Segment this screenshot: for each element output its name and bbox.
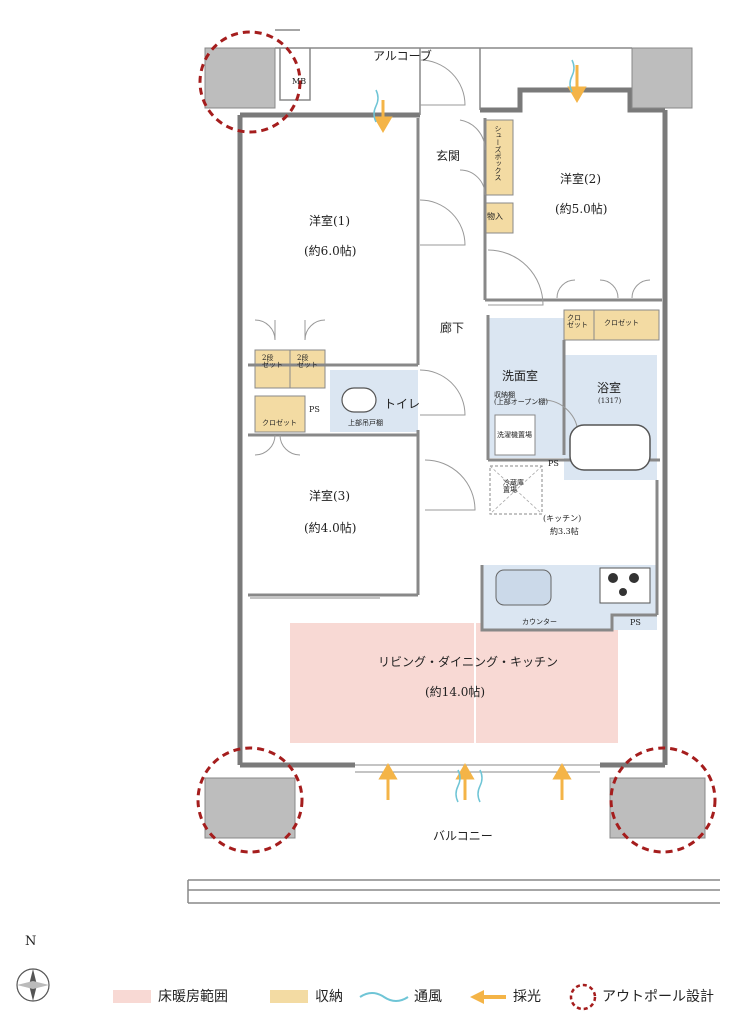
ps-label-toilet: PS	[309, 405, 320, 414]
shoes-box	[484, 119, 514, 196]
storage-small-label: 物入	[487, 212, 503, 221]
western2-label: 洋室(2)	[560, 172, 601, 186]
legend-ventilation: 通風	[414, 989, 442, 1005]
storage-small	[484, 202, 514, 234]
western1-size: (約6.0帖)	[304, 244, 357, 258]
bathroom-size: (1317)	[598, 397, 622, 405]
western1-label: 洋室(1)	[309, 214, 350, 228]
washroom-label: 洗面室	[502, 369, 539, 383]
balcony-label: バルコニー	[433, 829, 493, 843]
closet-upper-right-a	[563, 309, 595, 341]
western2-size: (約5.0帖)	[555, 202, 608, 216]
mb-label: MB	[292, 77, 307, 86]
two-stage-closet-b	[289, 349, 326, 389]
legend-daylight: 採光	[513, 989, 541, 1005]
columns	[204, 47, 706, 839]
entrance-label: 玄関	[436, 149, 461, 163]
hallway-label: 廊下	[440, 321, 465, 335]
two-stage-closet-b-label: 2段 ゼット	[297, 354, 318, 369]
light-arrow-icon	[470, 990, 506, 1004]
closet-left	[254, 395, 306, 433]
two-stage-closet-a-label: 2段 ゼット	[262, 354, 283, 369]
closet-upper-right-b	[593, 309, 660, 341]
toilet-label: トイレ	[384, 397, 421, 411]
washer-box	[494, 414, 536, 456]
compass-north-label: N	[25, 934, 37, 949]
ps-label-bath: PS	[548, 459, 559, 468]
kitchen-sink	[495, 569, 552, 606]
wind-marks	[373, 59, 575, 803]
wind-wave-icon	[359, 992, 409, 1002]
fridge-space	[489, 465, 543, 515]
legend-outpole: アウトポール設計	[602, 989, 714, 1005]
closet-left-label: クロゼット	[262, 419, 297, 427]
legend-floor-heating: 床暖房範囲	[158, 989, 228, 1005]
western3-label: 洋室(3)	[309, 489, 350, 503]
ldk-size: (約14.0帖)	[425, 685, 486, 699]
dashed-circle-icon	[569, 983, 597, 1011]
shoes-box-label: シューズボックス	[494, 125, 502, 181]
ldk-label: リビング・ダイニング・キッチン	[378, 655, 559, 669]
alcove-label: アルコーブ	[373, 49, 432, 63]
western3-size: (約4.0帖)	[304, 521, 357, 535]
closet-right-short-label: クロ ゼット	[567, 314, 588, 329]
compass-icon	[16, 968, 50, 1002]
counter-label: カウンター	[522, 618, 557, 626]
legend-storage: 収納	[315, 989, 343, 1005]
legend-yellow-swatch	[270, 990, 308, 1003]
outpole-circles	[196, 30, 717, 854]
legend-pink-swatch	[113, 990, 151, 1003]
fridge-label: 冷蔵庫 置場	[503, 479, 524, 494]
toilet-bowl	[341, 387, 377, 413]
bathtub	[569, 424, 651, 471]
bathroom-label: 浴室	[597, 381, 622, 395]
light-arrows	[373, 65, 587, 800]
closet-right-label: クロゼット	[604, 319, 639, 327]
wash-storage-label: 収納棚 (上部オープン棚)	[494, 391, 549, 406]
kitchen-size: 約3.3帖	[550, 527, 579, 536]
ps-label-kitchen: PS	[630, 618, 641, 627]
toilet-shelf-label: 上部吊戸棚	[348, 419, 383, 427]
two-stage-closet-a	[254, 349, 291, 389]
washer-area-label: 洗濯機置場	[497, 431, 532, 439]
kitchen-label: (キッチン)	[543, 514, 582, 523]
stove	[599, 567, 651, 604]
floor-heating-area	[290, 623, 618, 743]
